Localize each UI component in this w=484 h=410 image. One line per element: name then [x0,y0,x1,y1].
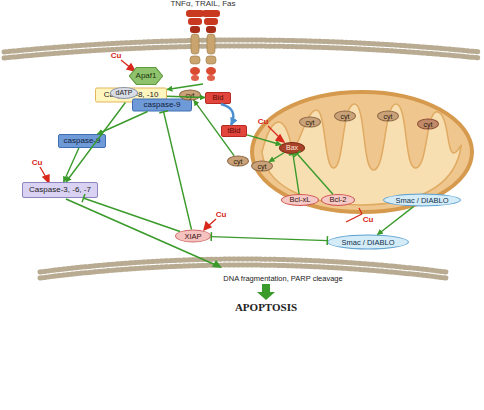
node-text: cyt [306,118,315,125]
copper-label: Cu [32,158,43,167]
arrow-head [276,135,284,142]
node-text: Apaf1 [136,72,157,80]
receptor-part [190,56,200,64]
inhibition-connector [211,237,328,241]
caspase-to-dna-arrow [66,199,222,268]
receptor-node: TNFα, TRAIL, Fas [170,0,236,84]
protein-oval: Bcl-2 [321,194,355,206]
protein-oval: cyt [299,117,321,128]
node-text: Caspase-3, -6, -7 [29,186,91,194]
receptor-part [188,18,202,25]
copper-label: Cu [111,51,122,60]
copper-label: Cu [258,117,269,126]
death-domain [191,75,199,81]
node-text: Smac / DIABLO [342,238,395,246]
protein-box: tBid [221,125,247,137]
activation-line [66,199,218,266]
inhibition-connector [83,198,180,232]
node-text: Bcl-xL [290,196,311,204]
protein-oval: cyt [227,156,249,167]
activation-connector [167,84,203,90]
copper-label: Cu [363,215,374,224]
node-text: tBid [228,127,241,135]
node-text: Bid [213,94,224,102]
mitochondrion-cristae [262,104,461,205]
receptor-part [191,34,199,54]
copper-tee-line [346,214,362,222]
hexagon-shape [129,67,162,84]
node-text: dATP [116,89,133,96]
activation-connector [377,206,413,234]
activation-connector [66,103,125,183]
copper-arrow [359,208,362,214]
arrow-head [212,260,222,268]
protein-oval: cyt [179,90,201,101]
protein-box: Bid [205,92,231,104]
inhibition-connector [293,154,299,194]
node-text: cyt [186,91,195,98]
receptor-part [204,18,218,25]
node-text: cyt [234,157,243,164]
protein-box: caspase-9 [132,99,192,112]
protein-box: caspase-9 [58,134,106,148]
death-domain [207,75,215,81]
inhibition-connector [297,154,333,195]
activation-connector [167,96,205,97]
node-text: cyt [341,112,350,119]
arrow-head [204,222,211,230]
node-text: cyt [424,120,433,127]
plasma-membrane [4,40,480,58]
activation-connector [247,135,281,145]
receptor-part [190,26,200,33]
receptor-part [186,10,204,17]
death-domain [190,67,200,75]
protein-oval: cyt [377,111,399,122]
inhibition-connector [164,112,192,230]
protein-oval: XIAP [175,230,211,243]
protein-oval: Bax [279,142,305,154]
copper-arrows [40,60,362,230]
protein-hexagon: Apaf1 [129,67,163,85]
node-text: cyt [384,112,393,119]
protein-oval: cyt [417,119,439,130]
node-text: XIAP [184,232,201,240]
block-arrow [257,284,275,300]
copper-label: Cu [216,210,227,219]
protein-oval: cyt [251,161,273,172]
receptor-symbol [181,8,225,82]
node-text: caspase-9 [64,137,101,145]
activation-connector [269,153,284,162]
receptor-part [206,56,216,64]
mitochondrion-outer [252,92,472,212]
mitochondrion [252,92,472,212]
receptor-part [207,34,215,54]
activation-connector [98,112,148,135]
death-domain [206,67,216,75]
node-text: Smac / DIABLO [396,196,449,204]
activation-connector [194,100,234,156]
node-text: cyt [258,162,267,169]
node-text: Bax [286,144,298,151]
receptor-part [206,26,216,33]
protein-oval: Smac / DIABLO [383,194,461,207]
activation-connector [64,148,79,182]
membrane-bead-row [4,46,480,58]
protein-oval: Smac / DIABLO [327,235,409,250]
node-text: TNFα, TRAIL, Fas [170,0,235,8]
apoptosis-block-arrow [257,284,275,300]
node-text: caspase-9 [144,101,181,109]
node-text: Bcl-2 [329,196,346,204]
protein-oval: Bcl-xL [281,194,319,206]
activation-connector [221,104,233,125]
protein-oval: dATP [110,87,138,99]
protein-oval: cyt [334,111,356,122]
receptor-part [202,10,220,17]
protein-box: Caspase-3, -6, -7 [22,182,98,198]
outcome-note: DNA fragmentation, PARP cleavage [223,274,342,283]
outcome-title: APOPTOSIS [235,301,297,313]
